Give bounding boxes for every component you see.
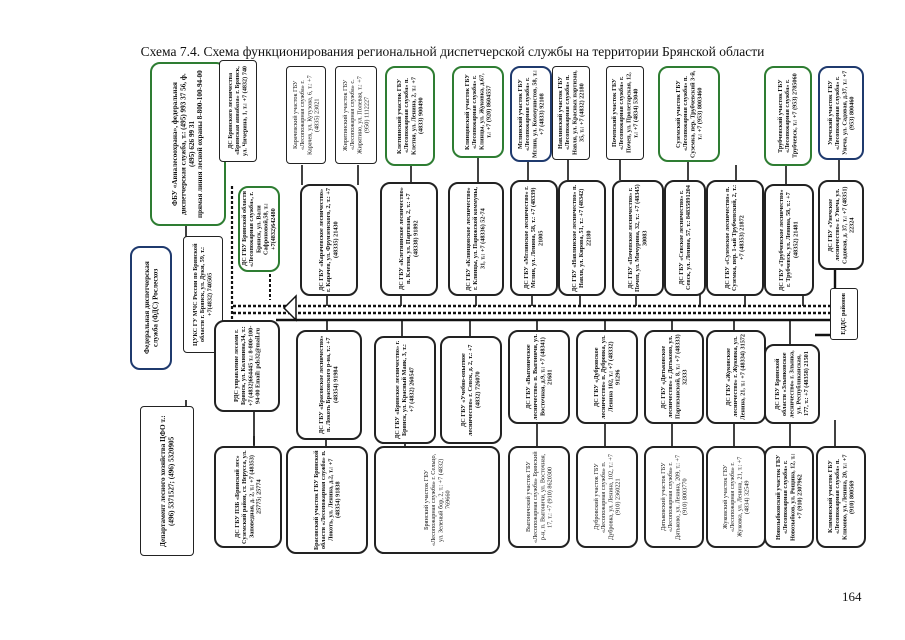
lower-far-2: Брянский участок ГБУ «Лесопожарная служб… <box>374 446 500 554</box>
ds-gbu-box: ДС ГБУ Брянской области «Лесопожарная сл… <box>238 186 280 272</box>
upper-far-1: Карачевский участок ГБУ «Лесопожарная сл… <box>286 66 326 164</box>
upper-mid-9: ДС ГБУ «Унечское лесничество» г. Унеча, … <box>818 180 864 270</box>
upper-far-7-text: Почепский участок ГБУ «Лесопожарная служ… <box>610 72 640 154</box>
lower-far-4: Дубровский участок ГБУ «Лесопожарная слу… <box>576 446 638 548</box>
upper-far-3-text: Клетнянский участок ГБУ «Лесопожарная сл… <box>395 77 425 155</box>
upper-mid-0-text: ДС ГБУ «Карачевское лесничество» г. Кара… <box>318 188 340 292</box>
upper-far-6-text: Навлинский участок ГБУ «Лесопожарная слу… <box>556 70 586 156</box>
upper-far-10-text: Унечский участок ГБУ «Лесопожарная служб… <box>826 70 856 156</box>
upper-mid-4: ДС ГБУ «Навлинское лесничество» п. Навля… <box>558 180 606 296</box>
upper-far-3: Клетнянский участок ГБУ «Лесопожарная сл… <box>385 66 435 166</box>
upper-far-8-text: Суземский участок ГБУ «Лесопожарная служ… <box>674 70 704 158</box>
upper-mid-5-text: ДС ГБУ «Почепское лесничество» г. Почеп,… <box>627 184 649 292</box>
upper-mid-3-text: ДС ГБУ «Мглинское лесничество» г. Мглин,… <box>523 186 545 290</box>
lower-mid-0-text: ДС ГБУ «Брасовское лесничество» п. Локот… <box>318 335 340 435</box>
upper-far-0-text: ДС Брянского лесничества «Брянская авиаб… <box>227 66 249 157</box>
lower-mid-5-text: ДС ГБУ «Дятьковское лесничество» г. Дять… <box>659 334 689 420</box>
lower-far-7-text: Новозыбковский участок ГБУ «Лесопожарная… <box>774 453 804 541</box>
lower-mid-7: ДС ГБУ Брянской области «Злынковское лес… <box>764 344 820 424</box>
lower-mid-7-text: ДС ГБУ Брянской области «Злынковское лес… <box>773 350 810 418</box>
rds-text: РДС управление лесами г. Брянск, ул. Кал… <box>232 325 262 407</box>
department-box: Департамент лесного хозяйства ЦФО т.: (4… <box>140 406 194 556</box>
lower-far-3: Выгоничский участок ГБУ «Лесопожарная сл… <box>508 446 570 548</box>
cuks-text: ЦУКС ГУ МЧС России по Брянской области г… <box>192 243 214 346</box>
figure-title: Схема 7.4. Схема функционирования регион… <box>140 44 765 59</box>
upper-mid-6: ДС ГБУ «Севское лесничество» г. Севск, у… <box>664 180 706 296</box>
lower-mid-3-text: ДС ГБУ «Выгоничское лесничество» п. Выго… <box>524 334 554 420</box>
upper-mid-7: ДС ГБУ «Суземское лесничество» п. Суземк… <box>706 180 764 296</box>
upper-far-6: Навлинский участок ГБУ «Лесопожарная слу… <box>552 66 590 160</box>
upper-mid-4-text: ДС ГБУ «Навлинское лесничество» п. Навля… <box>571 184 593 292</box>
lower-far-8-text: Климовский участок ГБУ «Лесопожарная слу… <box>826 454 856 540</box>
lower-far-5: Дятьковский участок ГБУ «Лесопожарная сл… <box>644 446 704 548</box>
upper-far-9-text: Трубчевский участок ГБУ «Лесопожарная сл… <box>777 73 799 159</box>
upper-mid-0: ДС ГБУ «Карачевское лесничество» г. Кара… <box>300 184 358 296</box>
ds-gbu-text: ДС ГБУ Брянской области «Лесопожарная сл… <box>241 191 277 267</box>
rds-box: РДС управление лесами г. Брянск, ул. Кал… <box>214 320 280 412</box>
upper-far-5: Мглинский участок ГБУ «Лесопожарная служ… <box>510 66 552 162</box>
lower-mid-5: ДС ГБУ «Дятьковское лесничество» г. Дять… <box>644 330 704 424</box>
lower-far-2-text: Брянский участок ГБУ «Лесопожарная служб… <box>422 453 452 547</box>
lower-mid-4: ДС ГБУ «Дубровское лесничество» п. Дубро… <box>576 330 638 424</box>
upper-far-5-text: Мглинский участок ГБУ «Лесопожарная служ… <box>516 70 546 158</box>
upper-mid-5: ДС ГБУ «Почепское лесничество» г. Почеп,… <box>612 180 664 296</box>
lower-far-1: Брасовский участок ГБУ Брянской области … <box>286 446 368 554</box>
lower-mid-3: ДС ГБУ «Выгоничское лесничество» п. Выго… <box>508 330 570 424</box>
lower-mid-4-text: ДС ГБУ «Дубровское лесничество» п. Дубро… <box>592 335 622 419</box>
lower-mid-6: ДС ГБУ «Жуковское лесничество» г. Жуковк… <box>706 330 766 424</box>
lower-mid-2-text: ДС ГБУ «Учебно-опытное лесничество» г. С… <box>460 344 482 436</box>
lower-mid-2: ДС ГБУ «Учебно-опытное лесничество» г. С… <box>440 336 502 444</box>
lower-far-0-text: ДС ГБУ ПЗБ «Брянский лес» Суземский райо… <box>233 450 263 544</box>
lower-mid-0: ДС ГБУ «Брасовское лесничество» п. Локот… <box>296 330 362 440</box>
lower-far-5-text: Дятьковский участок ГБУ «Лесопожарная сл… <box>659 454 689 540</box>
federal-service-text: Федеральная диспетчерская служба (ФДС) Р… <box>142 261 159 355</box>
lower-mid-1-text: ДС ГБУ «Брянское лесничество» г. Брянск,… <box>394 340 416 440</box>
lower-far-0: ДС ГБУ ПЗБ «Брянский лес» Суземский райо… <box>214 446 282 548</box>
upper-far-4-text: Клинцовский участок ГБУ «Лесопожарная сл… <box>463 73 493 151</box>
lower-far-6: Жуковский участок ГБУ «Лесопожарная служ… <box>706 446 766 548</box>
upper-far-8: Суземский участок ГБУ «Лесопожарная служ… <box>658 66 720 162</box>
lower-mid-1: ДС ГБУ «Брянское лесничество» г. Брянск,… <box>374 336 436 444</box>
upper-far-0: ДС Брянского лесничества «Брянская авиаб… <box>219 60 257 162</box>
upper-far-1-text: Карачевский участок ГБУ «Лесопожарная сл… <box>291 75 321 155</box>
fgu-avialesookhrana-box: ФБУ «Авиалесоохрана», федеральная диспет… <box>150 62 226 226</box>
upper-mid-8: ДС ГБУ «Трубчевское лесничество» г. Труб… <box>764 184 814 296</box>
upper-mid-2: ДС ГБУ «Клинцовское лесничество» г. Клин… <box>448 182 504 296</box>
upper-far-4: Клинцовский участок ГБУ «Лесопожарная сл… <box>452 66 504 158</box>
upper-mid-1: ДС ГБУ «Клетнянское лесничество» п. Клет… <box>380 182 438 296</box>
lower-far-6-text: Жуковский участок ГБУ «Лесопожарная служ… <box>721 456 751 538</box>
page-number: 164 <box>842 589 862 604</box>
lower-far-1-text: Брасовский участок ГБУ Брянской области … <box>312 450 342 550</box>
upper-mid-7-text: ДС ГБУ «Суземское лесничество» п. Суземк… <box>724 184 746 292</box>
lower-mid-6-text: ДС ГБУ «Жуковское лесничество» г. Жуковк… <box>725 334 747 420</box>
lower-far-7: Новозыбковский участок ГБУ «Лесопожарная… <box>764 446 814 548</box>
upper-far-9: Трубчевский участок ГБУ «Лесопожарная сл… <box>764 66 812 166</box>
upper-mid-8-text: ДС ГБУ «Трубчевское лесничество» г. Труб… <box>778 189 800 291</box>
upper-far-10: Унечский участок ГБУ «Лесопожарная служб… <box>818 66 864 160</box>
edds-box: ЕДДС районов <box>830 288 858 340</box>
lower-far-3-text: Выгоничский участок ГБУ «Лесопожарная сл… <box>524 451 554 543</box>
upper-far-2-text: Жирятинский участок ГБУ «Лесопожарная сл… <box>341 76 371 154</box>
lower-far-8: Климовский участок ГБУ «Лесопожарная слу… <box>816 446 866 548</box>
department-text: Департамент лесного хозяйства ЦФО т.: (4… <box>158 415 175 547</box>
upper-mid-6-text: ДС ГБУ «Севское лесничество» г. Севск, у… <box>677 185 692 291</box>
federal-service-box: Федеральная диспетчерская служба (ФДС) Р… <box>130 246 172 370</box>
upper-mid-9-text: ДС ГБУ «Унечское лесничество» г. Унеча, … <box>826 186 856 264</box>
upper-mid-1-text: ДС ГБУ «Клетнянское лесничество» п. Клет… <box>398 187 420 291</box>
upper-mid-3: ДС ГБУ «Мглинское лесничество» г. Мглин,… <box>510 180 558 296</box>
upper-mid-2-text: ДС ГБУ «Клинцовское лесничество» г. Клин… <box>465 187 487 291</box>
fgu-avialesookhrana-text: ФБУ «Авиалесоохрана», федеральная диспет… <box>171 70 205 218</box>
upper-far-2: Жирятинский участок ГБУ «Лесопожарная сл… <box>335 66 377 164</box>
upper-far-7: Почепский участок ГБУ «Лесопожарная служ… <box>606 66 644 160</box>
lower-far-4-text: Дубровский участок ГБУ «Лесопожарная слу… <box>592 454 622 540</box>
edds-text: ЕДДС районов <box>840 293 848 335</box>
